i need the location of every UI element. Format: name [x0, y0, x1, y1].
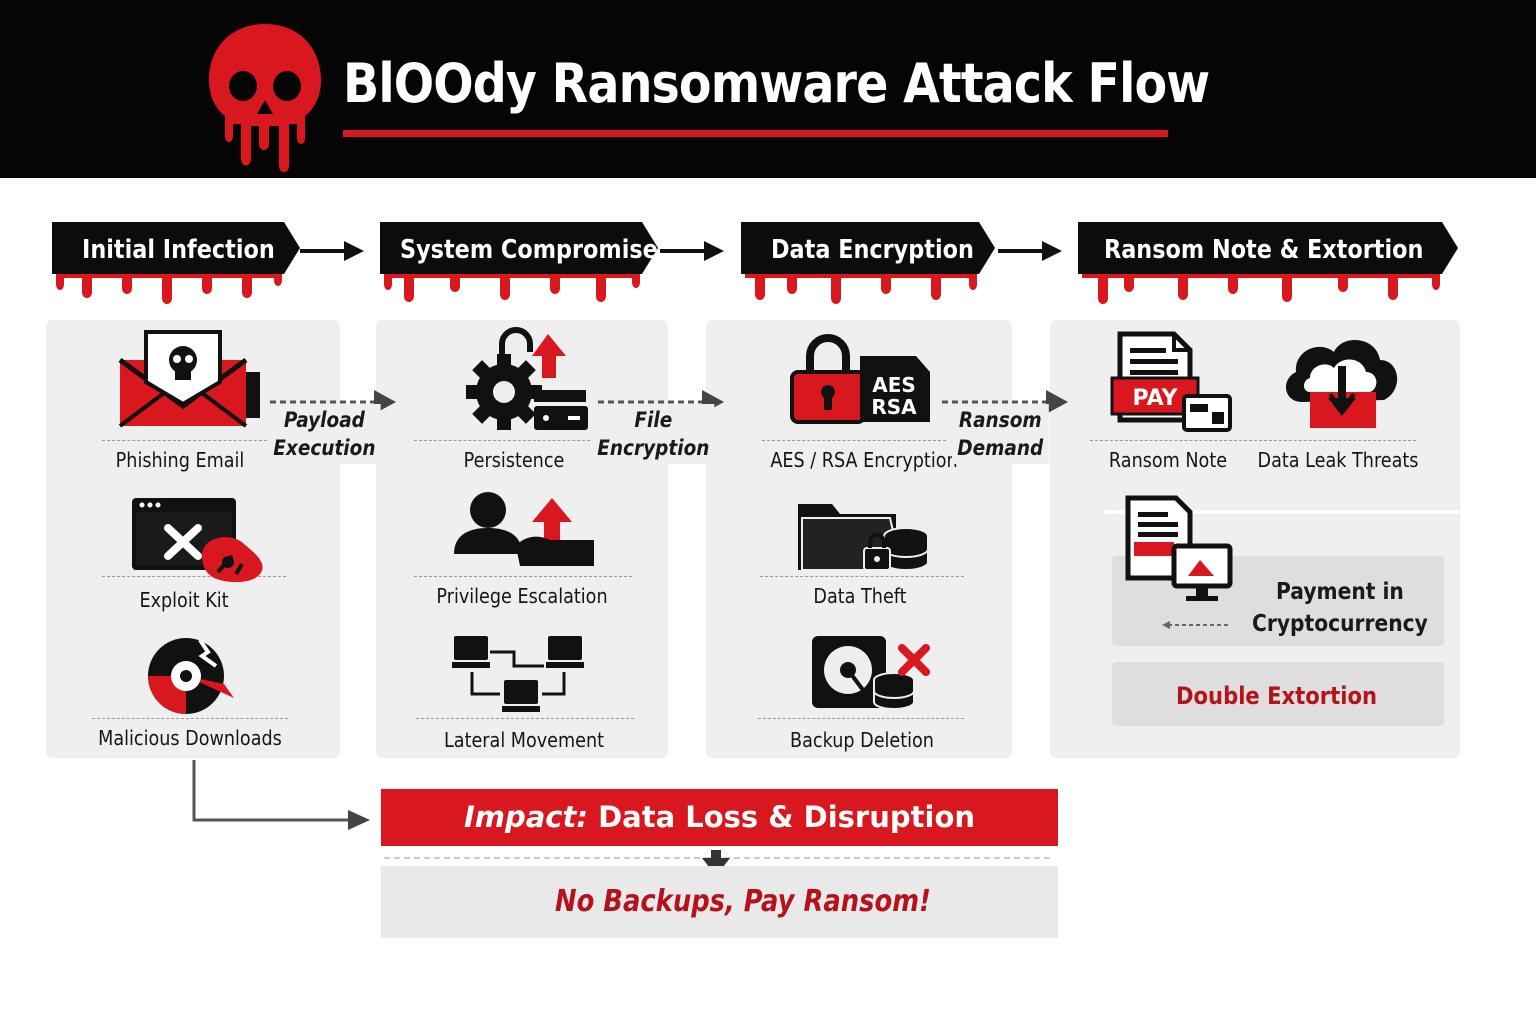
item-label-ransom-note: Ransom Note [1108, 448, 1228, 472]
skull-envelope-icon [118, 330, 260, 428]
connector-label-ransom-demand: Ransom Demand [952, 404, 1049, 464]
item-label-data-leak-threats: Data Leak Threats [1257, 448, 1419, 472]
stage-title: System Compromise [400, 235, 658, 265]
stage-banner-system-compromise: System Compromise [380, 222, 660, 302]
item-label-aes-rsa-encryption: AES / RSA Encryption [770, 448, 958, 472]
cloud-leak-icon [1285, 340, 1398, 428]
network-computers-icon [452, 636, 584, 712]
padlock-aes-rsa-icon: AES RSA [790, 334, 930, 424]
item-divider [414, 440, 600, 441]
payment-in-cryptocurrency: Payment in Cryptocurrency [1252, 579, 1428, 637]
impact-banner: Impact: Data Loss & Disruption [381, 789, 1058, 846]
stage-title: Data Encryption [771, 235, 974, 265]
item-label-exploit-kit: Exploit Kit [139, 588, 229, 612]
item-divider [758, 718, 964, 719]
item-label-persistence: Persistence [463, 448, 565, 472]
stage-banner-initial-infection: Initial Infection [52, 222, 302, 304]
outcome-text: No Backups, Pay Ransom! [555, 884, 931, 919]
dripping-skull-icon [209, 24, 321, 172]
stage-banner-ransom-note-extortion: Ransom Note & Extortion [1078, 222, 1460, 304]
item-label-lateral-movement: Lateral Movement [443, 728, 605, 752]
title-underline [343, 130, 1168, 137]
outcome-panel [381, 866, 1058, 938]
stage-banner-data-encryption: Data Encryption [741, 222, 997, 304]
header-bar: BlOOdy Ransomware Attack Flow [0, 0, 1536, 178]
gear-lock-icon [466, 327, 588, 430]
item-label-phishing-email: Phishing Email [115, 448, 245, 472]
item-divider [92, 718, 288, 719]
item-divider [102, 440, 272, 441]
double-extortion-panel [1112, 662, 1444, 726]
stage-title: Ransom Note & Extortion [1104, 235, 1424, 265]
item-divider [102, 576, 286, 577]
extortion-subpanel [1104, 510, 1460, 514]
pay-note-icon: PAY [1110, 331, 1232, 432]
document-monitor-icon [1125, 495, 1233, 601]
impact-lead: Impact: [463, 800, 588, 834]
item-divider [760, 576, 964, 577]
impact-text: Data Loss & Disruption [598, 800, 976, 834]
browser-exploit-icon [132, 498, 263, 583]
connector-label-file-encryption: File Encryption [592, 404, 715, 464]
item-divider [1090, 440, 1416, 441]
folder-database-icon [798, 504, 929, 571]
rsa-badge-text: RSA [871, 395, 917, 419]
item-label-privilege-escalation: Privilege Escalation [436, 584, 608, 608]
broken-disc-icon [148, 638, 234, 714]
connector-arrow [942, 390, 1068, 414]
stage-title: Initial Infection [82, 235, 275, 265]
pay-badge-text: PAY [1133, 386, 1179, 411]
double-extortion-label: Double Extortion [1176, 682, 1378, 710]
user-escalate-icon [454, 492, 594, 566]
item-divider [414, 576, 632, 577]
connector-label-payload-execution: Payload Execution [268, 404, 381, 464]
item-divider [762, 440, 946, 441]
aes-badge-text: AES [872, 373, 916, 397]
item-label-malicious-downloads: Malicious Downloads [98, 726, 282, 750]
disk-delete-icon [812, 636, 930, 710]
item-divider [416, 718, 634, 719]
item-label-backup-deletion: Backup Deletion [790, 728, 934, 752]
payment-arrow [1162, 621, 1228, 629]
item-label-data-theft: Data Theft [813, 584, 907, 608]
page-title: BlOOdy Ransomware Attack Flow [343, 52, 1210, 115]
